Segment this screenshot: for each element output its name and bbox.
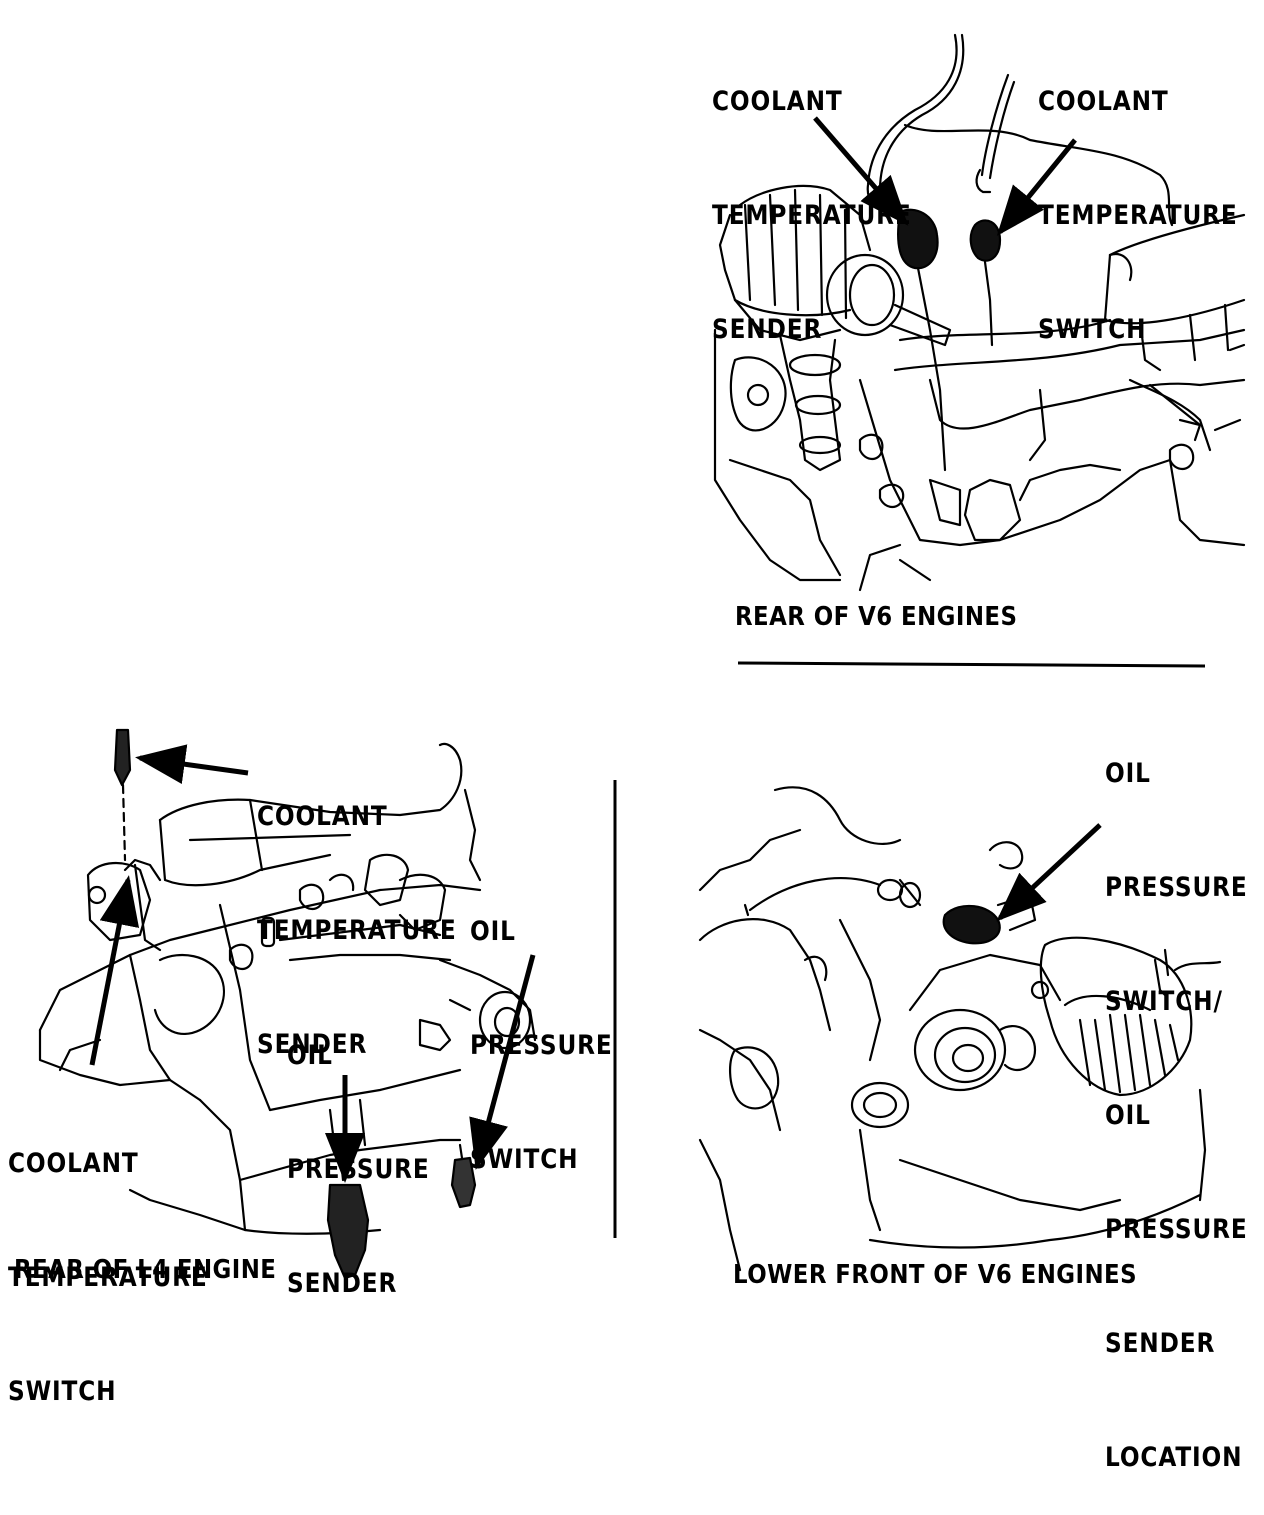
label-line: SENDER bbox=[1105, 1328, 1216, 1359]
label-line: PRESSURE bbox=[1105, 1214, 1248, 1245]
arrow-to-l4-oil-switch bbox=[469, 955, 533, 1170]
arrow-to-coolant-sender bbox=[815, 118, 909, 226]
v6-front-engine-illustration bbox=[700, 787, 1220, 1270]
label-line: TEMPERATURE bbox=[257, 915, 457, 946]
label-line: PRESSURE bbox=[470, 1030, 613, 1061]
v6-rear-coolant-switch-label: COOLANT TEMPERATURE SWITCH bbox=[1038, 7, 1238, 387]
label-line: TEMPERATURE bbox=[712, 200, 912, 231]
label-line: OIL bbox=[1105, 1100, 1151, 1131]
l4-arrows bbox=[92, 744, 533, 1183]
label-line: SWITCH/ bbox=[1105, 986, 1223, 1017]
label-line: LOCATION bbox=[1105, 1442, 1243, 1473]
v6-rear-arrows bbox=[815, 118, 1075, 236]
diagram-canvas bbox=[0, 0, 1264, 1298]
l4-coolant-sender-label: COOLANT TEMPERATURE SENDER bbox=[257, 722, 457, 1102]
label-line: OIL bbox=[1105, 758, 1151, 789]
label-line: COOLANT bbox=[712, 86, 843, 117]
label-line: SENDER bbox=[712, 314, 823, 345]
label-line: SENDER bbox=[287, 1268, 398, 1299]
v6-rear-engine-illustration bbox=[715, 35, 1244, 590]
label-line: SWITCH bbox=[470, 1144, 579, 1175]
label-line: PRESSURE bbox=[1105, 872, 1248, 903]
label-line: TEMPERATURE bbox=[8, 1262, 208, 1293]
l4-oil-sender-label: OIL PRESSURE SENDER bbox=[287, 961, 430, 1341]
arrow-to-coolant-switch bbox=[996, 140, 1075, 236]
label-line: SENDER bbox=[257, 1029, 368, 1060]
v6-rear-caption: REAR OF V6 ENGINES bbox=[735, 602, 1018, 632]
label-line: OIL bbox=[287, 1040, 333, 1071]
label-line: COOLANT bbox=[1038, 86, 1169, 117]
horizontal-divider bbox=[738, 663, 1205, 666]
v6-rear-coolant-sender-label: COOLANT TEMPERATURE SENDER bbox=[712, 7, 912, 387]
label-line: TEMPERATURE bbox=[1038, 200, 1238, 231]
label-line: COOLANT bbox=[8, 1148, 139, 1179]
label-line: OIL bbox=[470, 916, 516, 947]
v6-front-oil-label: OIL PRESSURE SWITCH/ OIL PRESSURE SENDER… bbox=[1105, 679, 1248, 1515]
arrow-to-l4-coolant-switch bbox=[92, 875, 140, 1065]
v6-front-caption: LOWER FRONT OF V6 ENGINES bbox=[733, 1260, 1138, 1290]
label-line: PRESSURE bbox=[287, 1154, 430, 1185]
l4-oil-switch-label: OIL PRESSURE SWITCH bbox=[470, 837, 613, 1217]
label-line: SWITCH bbox=[8, 1376, 117, 1407]
v6-front-arrows bbox=[996, 825, 1100, 922]
l4-rear-caption: REAR OF L4 ENGINE bbox=[14, 1255, 277, 1285]
arrow-to-l4-coolant-sender bbox=[135, 744, 248, 785]
label-line: COOLANT bbox=[257, 801, 388, 832]
label-line: SWITCH bbox=[1038, 314, 1147, 345]
arrow-to-oil-pressure-switch bbox=[996, 825, 1100, 922]
